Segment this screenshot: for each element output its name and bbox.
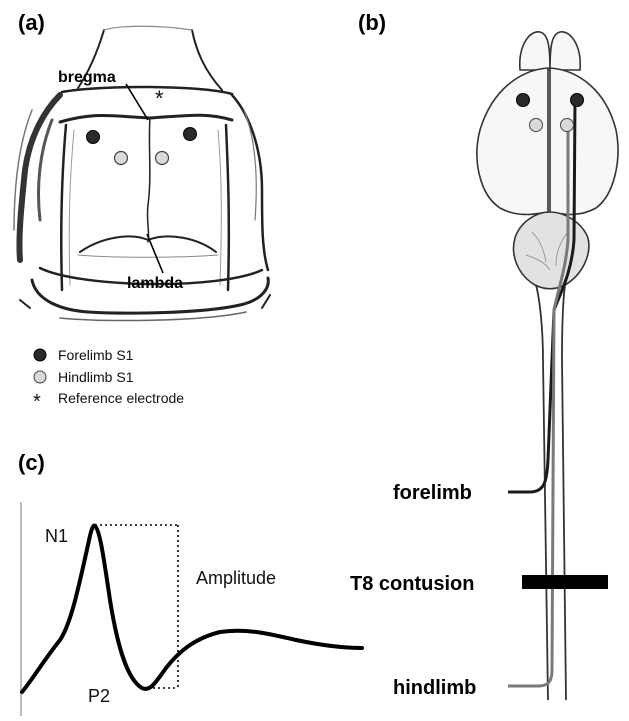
brain-forelimb-electrode-left [517, 94, 530, 107]
waveform-trace [22, 526, 362, 692]
legend-hindlimb-swatch [34, 371, 46, 383]
panel-a-label: (a) [18, 10, 45, 35]
brain-hindlimb-electrode-right [561, 119, 574, 132]
hindlimb-electrode-left [115, 152, 128, 165]
amplitude-bracket [95, 525, 178, 688]
bregma-label: bregma [58, 69, 116, 86]
brain-illustration [477, 32, 618, 289]
forelimb-electrode-left [87, 131, 100, 144]
legend-forelimb-label: Forelimb S1 [58, 347, 134, 363]
legend-reference-label: Reference electrode [58, 390, 184, 406]
panel-b-label: (b) [358, 10, 386, 35]
brain-hindlimb-electrode-left [530, 119, 543, 132]
panel-c-label: (c) [18, 450, 45, 475]
forelimb-label: forelimb [393, 482, 472, 504]
legend-hindlimb-label: Hindlimb S1 [58, 369, 134, 385]
lambda-pointer [147, 234, 163, 273]
bregma-pointer [126, 84, 148, 120]
legend-forelimb-swatch [34, 349, 46, 361]
hindlimb-label: hindlimb [393, 677, 476, 699]
forelimb-electrode-right [184, 128, 197, 141]
lambda-label: lambda [127, 275, 183, 292]
brain-forelimb-electrode-right [571, 94, 584, 107]
amplitude-label: Amplitude [196, 568, 276, 588]
contusion-bar [522, 575, 608, 589]
legend: Forelimb S1 Hindlimb S1 * Reference elec… [33, 347, 184, 413]
contusion-label: T8 contusion [350, 573, 474, 595]
p2-label: P2 [88, 686, 110, 706]
hindlimb-electrode-right [156, 152, 169, 165]
n1-label: N1 [45, 526, 68, 546]
reference-electrode-marker: * [155, 86, 164, 111]
legend-reference-swatch: * [33, 391, 41, 413]
